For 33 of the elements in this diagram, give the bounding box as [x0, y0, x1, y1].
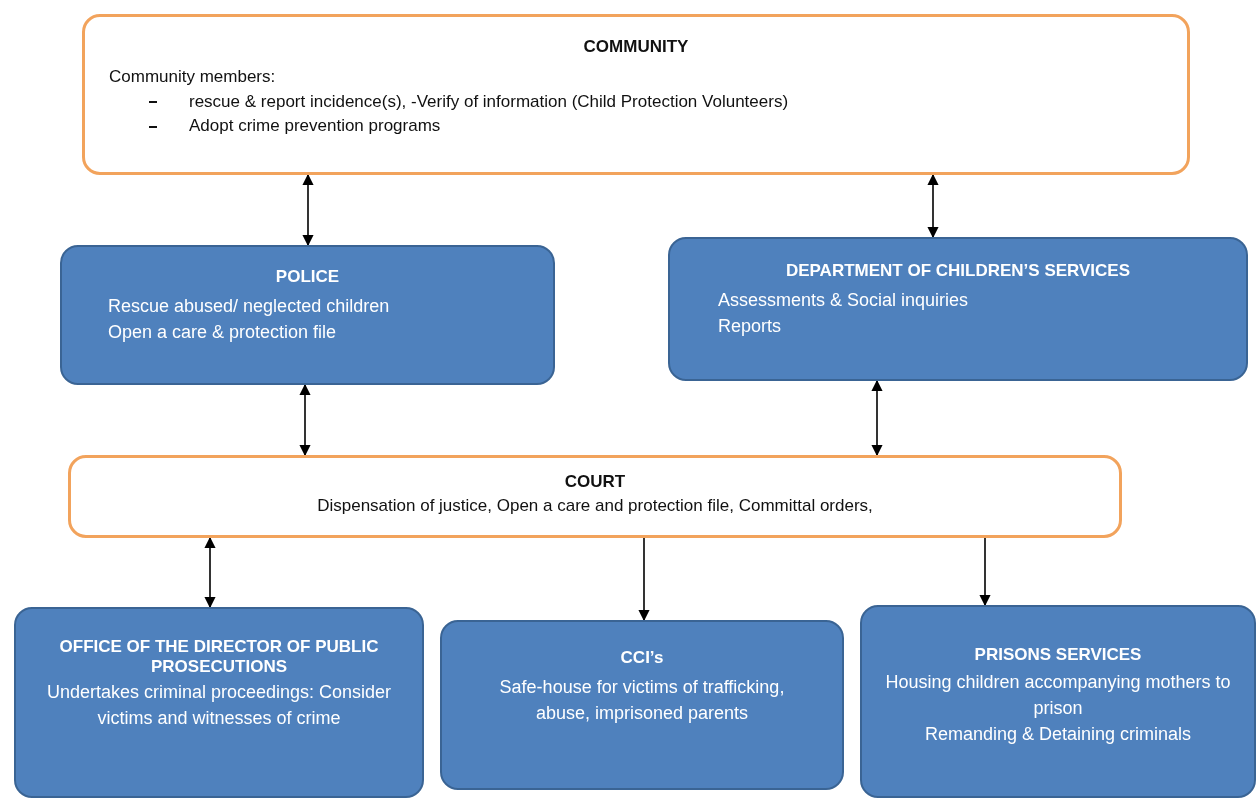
info-box — [860, 605, 1256, 798]
box-text: Community members: — [109, 66, 276, 88]
box-text: Open a care & protection file — [108, 321, 337, 345]
box-text: Assessments & Social inquiries — [718, 289, 969, 312]
info-box — [14, 607, 424, 798]
arrow — [204, 536, 216, 609]
box-text: Adopt crime prevention programs — [189, 115, 441, 138]
info-box — [668, 237, 1248, 381]
box-heading: POLICE — [275, 267, 340, 287]
arrow — [979, 537, 991, 607]
box-heading: PRISONS SERVICES — [974, 645, 1142, 665]
box-text: rescue & report incidence(s), -Verify of information (Child Protection Volunteers) — [189, 90, 789, 113]
arrow — [871, 379, 883, 457]
box-heading: COMMUNITY — [583, 37, 689, 57]
box-text: Reports — [718, 315, 782, 339]
arrow — [302, 173, 314, 247]
box-text: Remanding & Detaining criminals — [924, 723, 1192, 747]
box-text: Dispensation of justice, Open a care and protection file, Committal orders, — [317, 495, 873, 517]
box-text: Rescue abused/ neglected children — [108, 295, 390, 318]
arrow — [638, 537, 650, 622]
box-text: Safe-house for victims of trafficking, abuse, imprisoned parents — [498, 676, 786, 726]
process-box — [82, 14, 1190, 175]
box-text: Undertakes criminal proceedings: Consider victims and witnesses of crime — [45, 681, 393, 731]
box-heading: COURT — [564, 472, 626, 492]
arrow — [299, 383, 311, 457]
info-box — [440, 620, 844, 790]
box-text: Housing children accompanying mothers to prison — [884, 671, 1232, 721]
process-box — [68, 455, 1122, 538]
arrow — [927, 173, 939, 239]
box-heading: DEPARTMENT OF CHILDREN’S SERVICES — [785, 261, 1131, 281]
box-heading: CCI’s — [620, 648, 664, 668]
info-box — [60, 245, 555, 385]
box-heading: OFFICE OF THE DIRECTOR OF PUBLIC PROSECUTIONS — [58, 637, 380, 677]
